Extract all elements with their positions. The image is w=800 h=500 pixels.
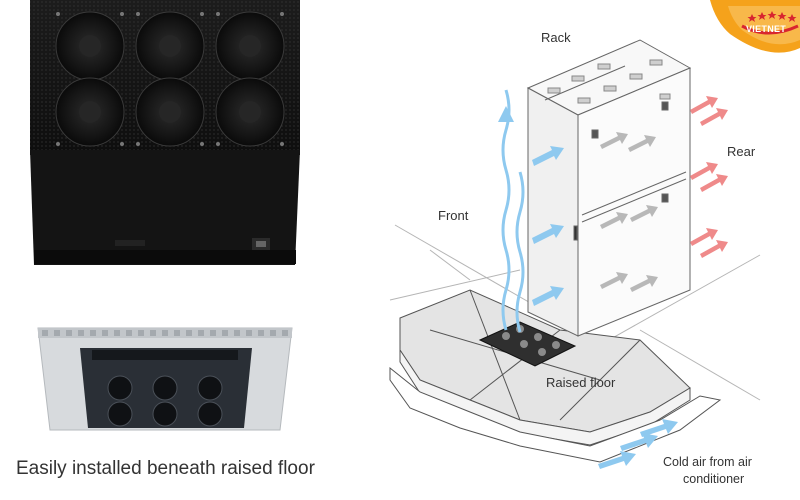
floor-vent-tile [478, 321, 577, 367]
fan-unit-photo [20, 0, 310, 290]
vietnet-logo: VIETNET [690, 0, 800, 60]
cold-air-label-line2: conditioner [683, 472, 745, 486]
logo-text: VIETNET [746, 24, 787, 34]
rack-label: Rack [541, 30, 571, 45]
rack-cabinet [526, 39, 692, 337]
hot-air-rear-arrows [690, 96, 728, 258]
caption-text: Easily installed beneath raised floor [16, 458, 315, 479]
rear-label: Rear [727, 144, 756, 159]
floor-panel-photo [30, 320, 300, 440]
floor-grid-lines [389, 224, 761, 401]
rack-airflow-arrows [600, 132, 658, 292]
raised-floor-label: Raised floor [546, 375, 616, 390]
airflow-diagram [380, 20, 800, 500]
front-label: Front [438, 208, 469, 223]
cold-air-arrowhead [498, 106, 514, 122]
cold-air-label-line1: Cold air from air [663, 455, 752, 469]
conditioner-air-arrows [598, 419, 678, 469]
fan-grille [48, 8, 292, 148]
cold-air-front-arrows [532, 146, 564, 306]
cold-air-rising-lines [501, 89, 525, 333]
